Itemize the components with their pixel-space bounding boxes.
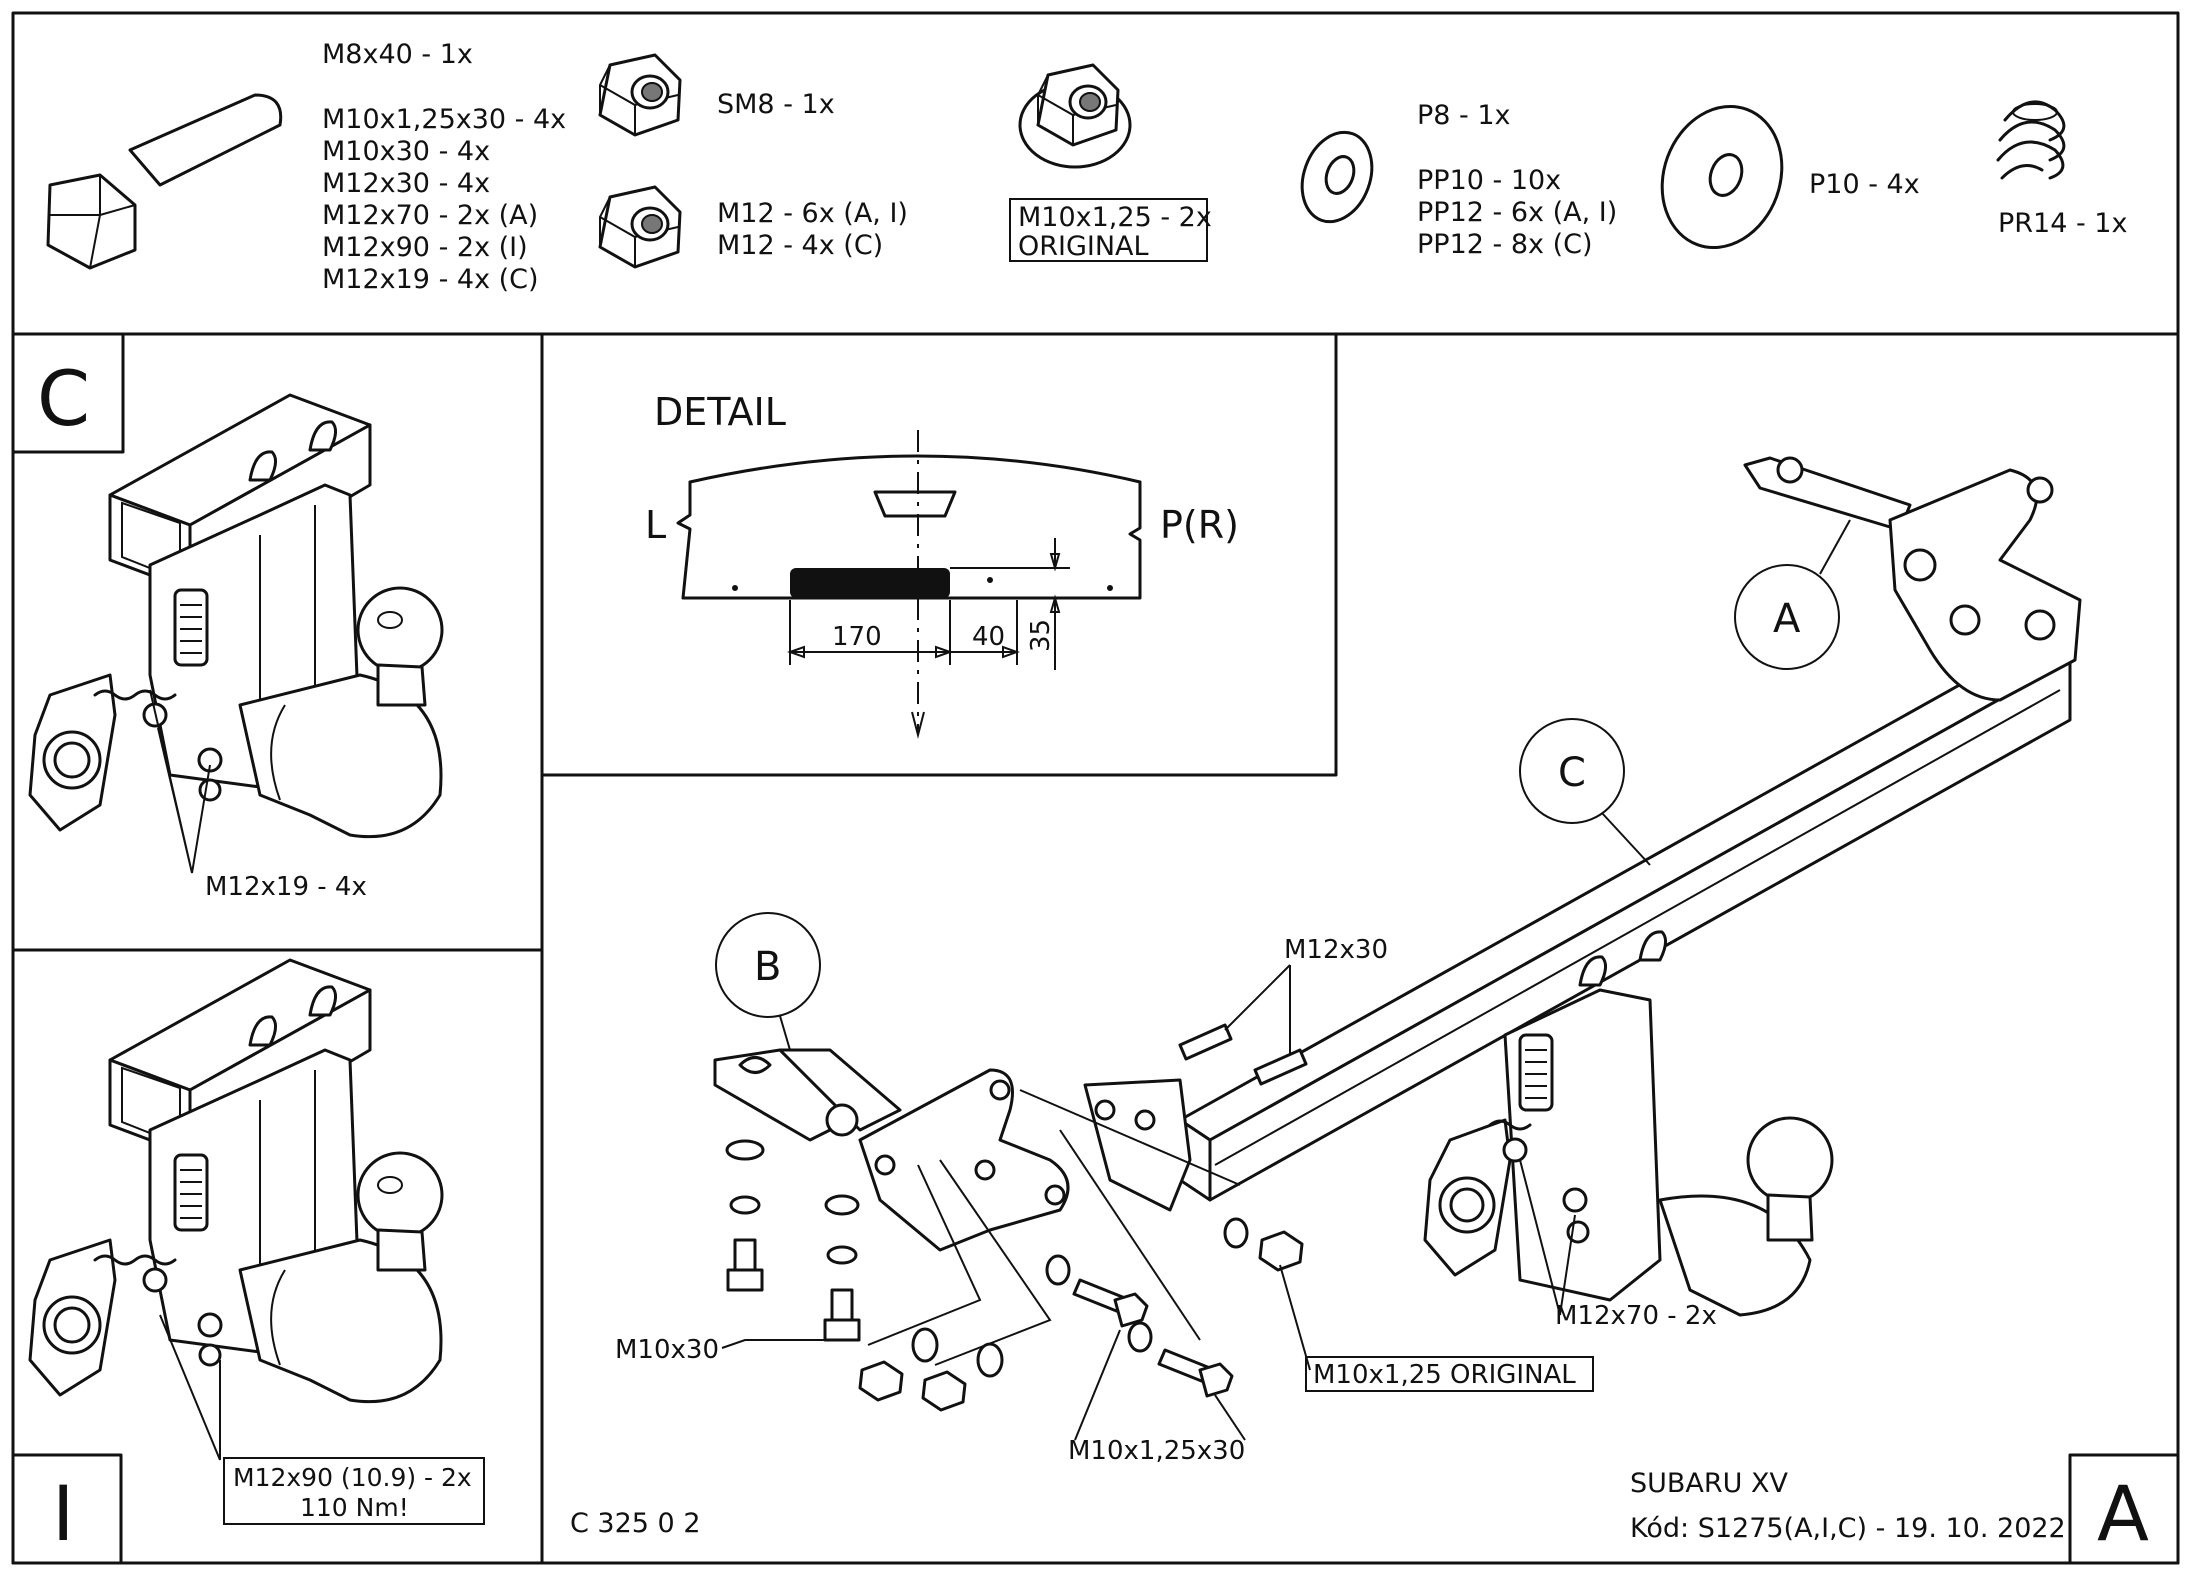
flange-nut-label-box: [1009, 198, 1208, 262]
m12-nut-label-2: M12 - 4x (C): [717, 230, 883, 261]
bolt-label-2: M10x1,25x30 - 4x: [322, 104, 566, 135]
detail-title: DETAIL: [654, 390, 786, 434]
panel-c-towbar-drawing: [28, 393, 444, 839]
m10x125-original-callout: M10x1,25 ORIGINAL: [1313, 1360, 1576, 1390]
m10x30-leader: [721, 1339, 842, 1349]
spring-label: PR14 - 1x: [1998, 208, 2127, 239]
dim-35-label: 35: [1026, 619, 1056, 652]
bubble-c: [1519, 718, 1625, 824]
m12x30-leader: [1224, 964, 1291, 1055]
bubble-c-label: C: [1558, 750, 1586, 796]
m10x125-original-box: [1305, 1356, 1594, 1392]
washer-icon: [1300, 130, 1374, 224]
dim-170-label: 170: [832, 622, 882, 652]
m12x70-leader: [1519, 1159, 1576, 1316]
bracket-a: [1743, 456, 2082, 702]
bolt-label-4: M12x30 - 4x: [322, 168, 490, 199]
parts-legend: M8x40 - 1x M10x1,25x30 - 4x M10x30 - 4x …: [46, 39, 2127, 295]
bolt-label-1: M8x40 - 1x: [322, 39, 473, 70]
m10x125-original-leader: [1279, 1264, 1311, 1371]
bubble-b-label: B: [754, 944, 781, 990]
washer-label-4: PP12 - 8x (C): [1417, 229, 1593, 260]
bubble-a-label: A: [1773, 596, 1801, 642]
panel-c-letter-box: [11, 332, 125, 454]
dim-40-label: 40: [972, 622, 1005, 652]
spring-icon: [1996, 100, 2066, 180]
cutout-area: [790, 568, 950, 598]
bolt-label-3: M10x30 - 4x: [322, 136, 490, 167]
p10-label: P10 - 4x: [1809, 169, 1920, 200]
m10x30-callout: M10x30: [615, 1335, 719, 1365]
panel-i-callout-line-2: 110 Nm!: [300, 1493, 409, 1522]
panel-i-towbar-drawing: [28, 958, 444, 1404]
centre-arrow: [911, 711, 925, 739]
vehicle-name: SUBARU XV: [1630, 1468, 1788, 1499]
bracket-b: [713, 1048, 1192, 1252]
bubble-b-leader: [779, 1015, 791, 1051]
panel-c-leader-lines: [149, 689, 211, 874]
main-assembly: A C B M12x30 M10x30 M10x1,25x30 M10x1,25…: [615, 456, 2082, 1466]
panel-i-callout-box: [223, 1457, 485, 1525]
panel-c: C M12x19 - 4x: [11, 332, 444, 902]
dim-170: [787, 600, 953, 665]
panel-i: I M12x90 (10.9) - 2x 110 Nm!: [11, 958, 485, 1565]
bumper-top-edge: [688, 454, 1142, 484]
flange-nut-icon: [1018, 63, 1132, 169]
dim-40: [950, 600, 1020, 665]
washer-label-1: P8 - 1x: [1417, 100, 1511, 131]
outer-frame: [11, 11, 2180, 1565]
crossbar-tube: [1178, 638, 2072, 1202]
detail-frame: [540, 332, 1338, 777]
panel-c-callout: M12x19 - 4x: [205, 872, 367, 902]
ball-assembly: [1423, 930, 1834, 1317]
sm8-label: SM8 - 1x: [717, 89, 835, 120]
m12-nut-icon: [598, 185, 682, 269]
m10x125x30-callout: M10x1,25x30: [1068, 1436, 1245, 1466]
detail-view: DETAIL 170 40 35 L P(R): [645, 390, 1239, 739]
bolt-icon: [46, 93, 283, 270]
panel-i-letter-box: [11, 1453, 123, 1565]
flange-nut-label-2: ORIGINAL: [1018, 231, 1149, 262]
detail-right-label: P(R): [1160, 503, 1239, 547]
panel-c-letter: C: [37, 354, 90, 443]
m10x125x30-leader: [1074, 1329, 1246, 1441]
assembly-leaders: [867, 1089, 1241, 1366]
panel-i-leader-lines: [159, 1314, 221, 1461]
m12-nut-label-1: M12 - 6x (A, I): [717, 198, 908, 229]
m12x30-callout: M12x30: [1284, 935, 1388, 965]
panel-i-callout-line-1: M12x90 (10.9) - 2x: [233, 1463, 472, 1492]
dim-35: [950, 538, 1070, 670]
bolt-label-5: M12x70 - 2x (A): [322, 200, 538, 231]
variant-letter-box: [2068, 1453, 2180, 1565]
flange-nut-label-1: M10x1,25 - 2x: [1018, 202, 1212, 233]
bubble-c-leader: [1601, 812, 1651, 866]
washer-label-3: PP12 - 6x (A, I): [1417, 197, 1617, 228]
drawing-code: C 325 0 2: [570, 1508, 701, 1539]
bubble-a: [1734, 564, 1840, 670]
panel-i-letter: I: [52, 1469, 74, 1558]
plate-slot: [873, 490, 957, 518]
variant-letter: A: [2097, 1469, 2149, 1558]
title-block: C 325 0 2 SUBARU XV Kód: S1275(A,I,C) - …: [570, 1453, 2180, 1565]
bubble-a-leader: [1819, 519, 1851, 575]
bubble-b: [715, 912, 821, 1018]
m12x70-callout: M12x70 - 2x: [1555, 1301, 1717, 1331]
detail-left-label: L: [645, 503, 666, 547]
large-washer-icon: [1660, 104, 1784, 250]
product-code-date: Kód: S1275(A,I,C) - 19. 10. 2022: [1630, 1513, 2066, 1544]
washer-label-2: PP10 - 10x: [1417, 165, 1561, 196]
sm8-nut-icon: [598, 53, 682, 137]
hardware-stack: [725, 1023, 1308, 1412]
bolt-label-7: M12x19 - 4x (C): [322, 264, 539, 295]
bolt-label-6: M12x90 - 2x (I): [322, 232, 528, 263]
